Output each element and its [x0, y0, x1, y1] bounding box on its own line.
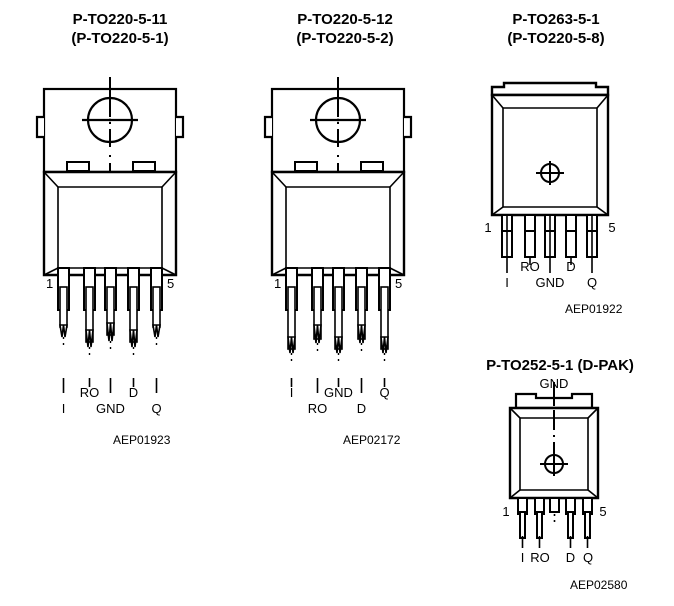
package-1-pin-number-first: 1	[46, 276, 53, 291]
package-2-pin-number-first: 1	[274, 276, 281, 291]
package-3-pin-label-gnd: GND	[536, 275, 565, 290]
package-1-pin-label-ro: RO	[80, 385, 100, 400]
package-3-pin-label-ro: RO	[520, 259, 540, 274]
package-4-pins	[517, 497, 593, 548]
package-3-title-line1: P-TO263-5-1	[512, 11, 600, 28]
package-4-pin-label-ro: RO	[530, 550, 550, 565]
package-2-title-line1: P-TO220-5-12	[297, 11, 393, 28]
package-2-drawing-code: AEP02172	[343, 433, 401, 447]
package-1-title-line1: P-TO220-5-11	[72, 11, 168, 28]
package-2-leader-lines	[290, 378, 386, 393]
package-3-center-mark	[536, 161, 564, 185]
package-1-pins	[57, 267, 163, 355]
package-2-drawing: 1 5 I GND Q RO D	[248, 75, 448, 416]
package-2-pin-label-q: Q	[379, 385, 389, 400]
package-3-body	[490, 93, 610, 217]
package-3-drawing: 1 5 RO D I GND Q	[470, 75, 650, 305]
package-4-pin-label-i: I	[521, 550, 525, 565]
package-4-drawing: GND	[470, 376, 650, 571]
package-2-pin-number-last: 5	[395, 276, 402, 291]
package-3-pin-number-last: 5	[608, 220, 615, 235]
package-3-pin-label-d: D	[566, 259, 575, 274]
package-2-title: P-TO220-5-12 (P-TO220-5-2)	[265, 10, 425, 48]
package-1-drawing-code: AEP01923	[113, 433, 171, 447]
package-2-pins	[285, 267, 391, 361]
package-1-pin-label-gnd: GND	[96, 401, 125, 416]
package-4-pin-number-last: 5	[599, 504, 606, 519]
package-4-pin-label-d: D	[566, 550, 575, 565]
package-1-pin-number-last: 5	[167, 276, 174, 291]
package-2-pin-label-gnd: GND	[324, 385, 353, 400]
package-1-pin-label-q: Q	[151, 401, 161, 416]
package-4-title: P-TO252-5-1 (D-PAK)	[450, 356, 670, 375]
package-3-drawing-code: AEP01922	[565, 302, 623, 316]
package-4-pin-number-first: 1	[502, 504, 509, 519]
package-1-title-line2: (P-TO220-5-1)	[71, 30, 169, 47]
package-1-leader-lines	[62, 378, 158, 393]
package-1-pin-label-d: D	[129, 385, 138, 400]
package-4-pin-label-q: Q	[583, 550, 593, 565]
package-2-pin-label-ro: RO	[308, 401, 328, 416]
package-2-pin-label-i: I	[290, 385, 294, 400]
package-3-title: P-TO263-5-1 (P-TO220-5-8)	[482, 10, 630, 48]
package-1-pin-label-i: I	[62, 401, 66, 416]
package-3-pin-label-i: I	[505, 275, 509, 290]
package-4-title-line1: P-TO252-5-1 (D-PAK)	[486, 357, 634, 374]
package-1-title: P-TO220-5-11 (P-TO220-5-1)	[40, 10, 200, 48]
package-2-title-line2: (P-TO220-5-2)	[296, 30, 394, 47]
package-2-lower-body	[270, 170, 406, 277]
package-3-pin-label-q: Q	[587, 275, 597, 290]
package-3-pin-number-first: 1	[484, 220, 491, 235]
package-4-centerline	[540, 382, 568, 476]
package-4-drawing-code: AEP02580	[570, 578, 628, 592]
package-3-title-line2: (P-TO220-5-8)	[507, 30, 605, 47]
package-2-pin-label-d: D	[357, 401, 366, 416]
package-1-lower-body	[42, 170, 178, 277]
package-1-drawing: 1 5 RO D I GND Q	[20, 75, 220, 416]
package-3-leader-lines	[506, 215, 593, 273]
